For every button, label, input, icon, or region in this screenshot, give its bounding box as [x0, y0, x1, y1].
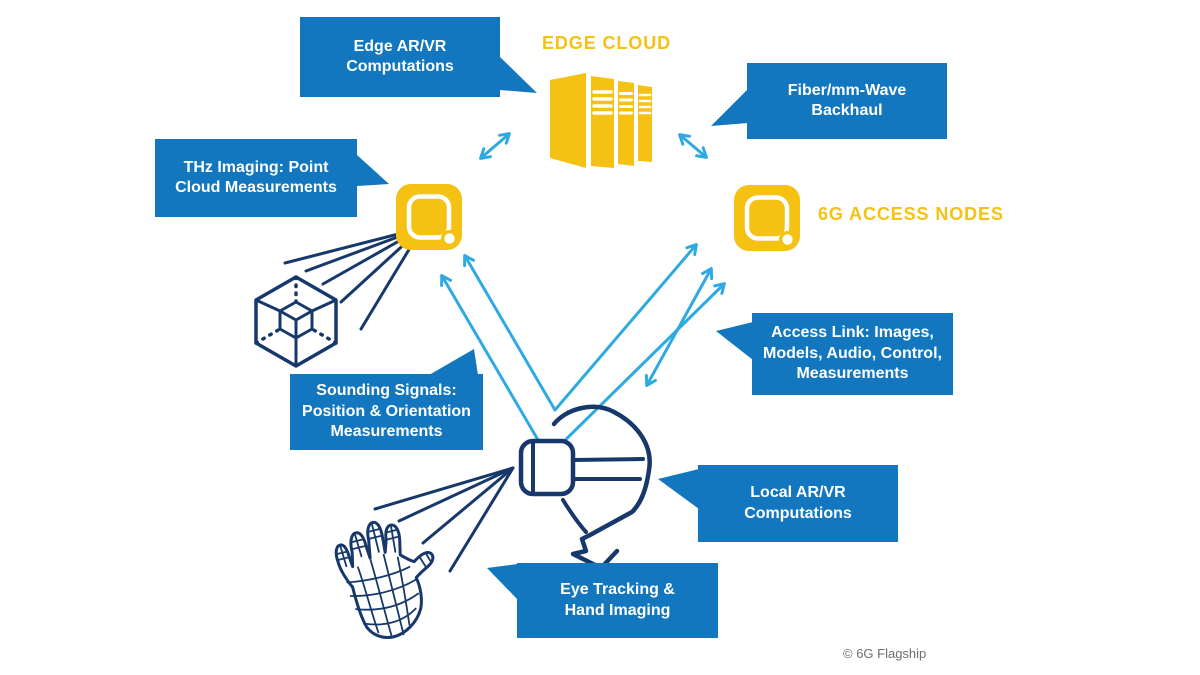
eye-hand-pointer — [487, 564, 518, 600]
vr-headset-head-icon — [518, 404, 652, 571]
callout-fiber-backhaul: Fiber/mm-Wave Backhaul — [747, 63, 947, 139]
local-arvr-pointer — [658, 469, 699, 509]
callout-access-link-label: Access Link: Images, Models, Audio, Cont… — [763, 324, 942, 383]
callout-thz-imaging: THz Imaging: Point Cloud Measurements — [155, 139, 357, 217]
edge-cloud-heading: EDGE CLOUD — [542, 33, 672, 53]
callout-access-link: Access Link: Images, Models, Audio, Cont… — [752, 313, 953, 395]
callout-local-arvr-label: Local AR/VR Computations — [744, 484, 852, 522]
access-nodes-heading: 6G ACCESS NODES — [818, 204, 1004, 224]
wireframe-cube-icon — [254, 275, 338, 368]
callout-edge-arvr: Edge AR/VR Computations — [300, 17, 500, 97]
callout-sounding: Sounding Signals: Position & Orientation… — [290, 374, 483, 450]
access-node-left-icon — [396, 184, 462, 250]
thz-imaging-pointer — [357, 155, 389, 186]
edge-arvr-pointer — [500, 57, 537, 93]
callout-eye-hand-label: Eye Tracking & Hand Imaging — [560, 581, 675, 619]
callout-pointers — [357, 57, 753, 600]
backhaul-arrow-left — [479, 132, 511, 160]
callout-eye-hand: Eye Tracking & Hand Imaging — [517, 563, 718, 638]
backhaul-arrow-right — [678, 133, 708, 159]
access-node-right-icon — [734, 185, 800, 251]
callout-edge-arvr-label: Edge AR/VR Computations — [346, 37, 454, 75]
eye-hand-imaging-beams — [373, 466, 515, 573]
sounding-pointer — [429, 349, 478, 375]
wireframe-hand-icon — [334, 520, 435, 639]
access-link-pointer — [716, 322, 753, 360]
fiber-backhaul-pointer — [711, 89, 748, 126]
callout-thz-imaging-label: THz Imaging: Point Cloud Measurements — [175, 158, 337, 196]
callout-local-arvr: Local AR/VR Computations — [698, 465, 898, 542]
copyright-note: © 6G Flagship — [843, 646, 927, 661]
callout-sounding-label: Sounding Signals: Position & Orientation… — [302, 382, 471, 441]
callout-fiber-backhaul-label: Fiber/mm-Wave Backhaul — [787, 81, 907, 119]
access-link-arrow — [644, 267, 714, 387]
sounding-signal-arrows — [440, 243, 726, 459]
server-rack-icon — [550, 73, 652, 168]
